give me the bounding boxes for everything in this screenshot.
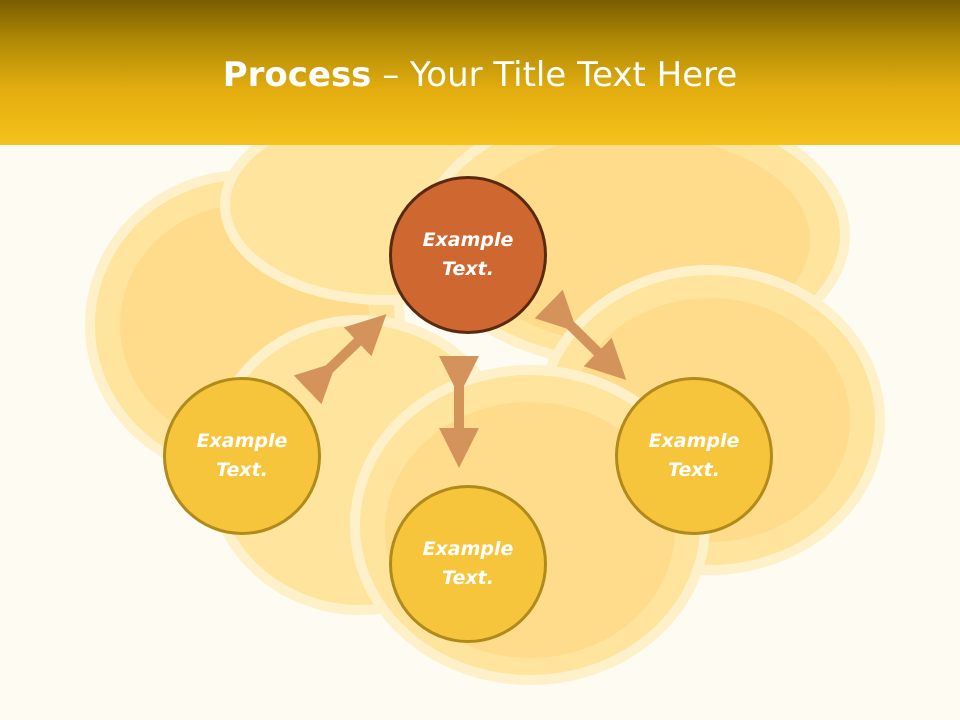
process-node-bottom: Example Text. — [389, 485, 547, 643]
title-bold: Process — [222, 55, 372, 95]
slide-title: Process – Your Title Text Here — [0, 52, 960, 98]
arrow-top-right — [534, 289, 627, 380]
process-node-top: Example Text. — [389, 176, 547, 334]
arrow-top-left — [293, 314, 387, 405]
node-label: Text. — [442, 567, 494, 589]
node-label: Text. — [442, 258, 494, 280]
title-rest: – Your Title Text Here — [371, 55, 738, 95]
title-bar — [0, 0, 960, 145]
process-node-left: Example Text. — [163, 377, 321, 535]
node-label: Text. — [216, 459, 268, 481]
node-label: Text. — [668, 459, 720, 481]
node-label: Example — [196, 430, 288, 452]
process-node-right: Example Text. — [615, 377, 773, 535]
node-label: Example — [648, 430, 740, 452]
node-label: Example — [422, 229, 514, 251]
node-label: Example — [422, 538, 514, 560]
